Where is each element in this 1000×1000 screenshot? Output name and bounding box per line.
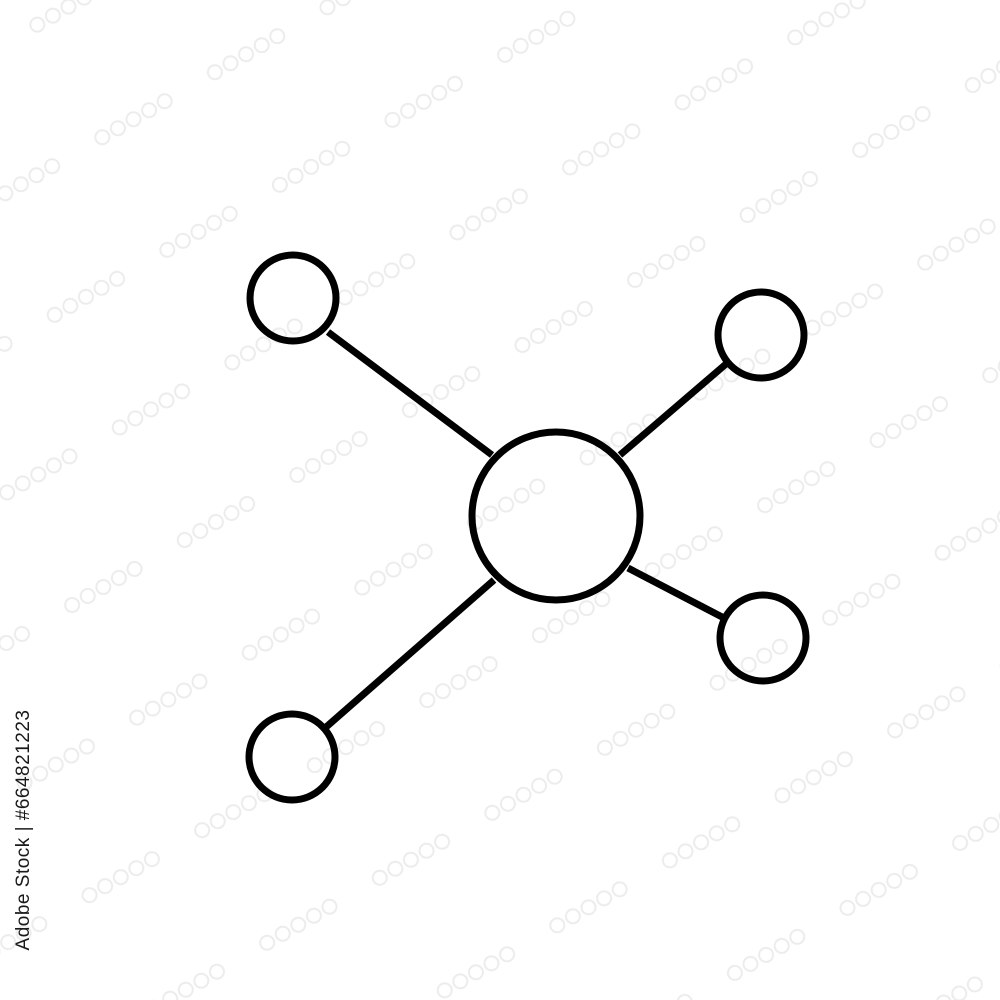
node-top-left <box>246 251 340 345</box>
hub-node <box>468 428 644 604</box>
connector-top-left <box>325 329 495 458</box>
stock-id-label: Adobe Stock | #664821223 <box>13 709 34 951</box>
node-bottom-right <box>716 591 810 685</box>
node-bottom-left <box>245 710 339 804</box>
connector-bottom-right <box>626 564 726 622</box>
connector-top-right <box>617 361 729 458</box>
node-top-right <box>714 288 808 382</box>
connector-bottom-left <box>322 577 497 731</box>
